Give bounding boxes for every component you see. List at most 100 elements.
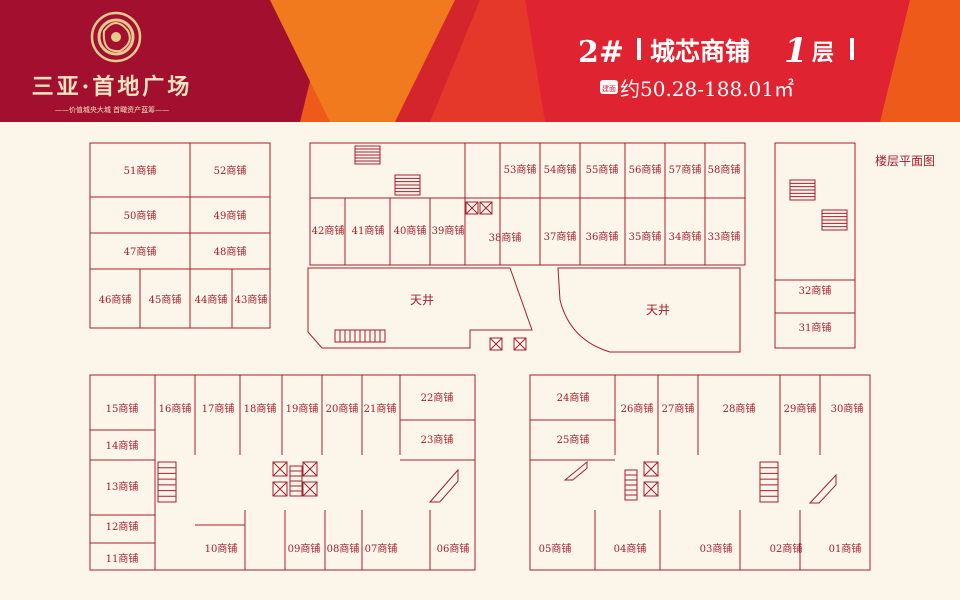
stair-icon <box>624 469 638 501</box>
unit-label: 03商铺 <box>700 542 733 555</box>
atrium-label-1: 天井 <box>410 293 434 307</box>
stair-icon <box>759 461 779 503</box>
area-tag: 建面 <box>602 84 616 93</box>
block-a <box>89 142 271 329</box>
unit-label: 44商铺 <box>195 293 228 306</box>
unit-label: 04商铺 <box>614 542 647 555</box>
escalator-icon <box>808 473 837 504</box>
escalator-icon <box>563 460 588 481</box>
stair-icon <box>394 174 421 196</box>
unit-label: 48商铺 <box>214 245 247 258</box>
elevator-icon <box>272 481 288 497</box>
elevator-icon <box>302 481 318 497</box>
unit-label: 01商铺 <box>829 542 862 555</box>
unit-label: 46商铺 <box>99 293 132 306</box>
block-b <box>309 142 746 266</box>
unit-label: 28商铺 <box>723 402 756 415</box>
unit-label: 22商铺 <box>421 391 454 404</box>
unit-label: 30商铺 <box>831 402 864 415</box>
plan-title: 楼层平面图 <box>875 153 935 168</box>
unit-label: 37商铺 <box>544 230 577 243</box>
unit-label: 34商铺 <box>669 230 702 243</box>
brand-name: 三亚·首地广场 <box>32 74 193 100</box>
elevator-icon <box>643 461 659 477</box>
stair-icon <box>289 465 303 497</box>
unit-label: 05商铺 <box>539 542 572 555</box>
unit-label: 10商铺 <box>205 542 238 555</box>
unit-label: 26商铺 <box>621 402 654 415</box>
unit-label: 51商铺 <box>124 164 157 177</box>
unit-label: 43商铺 <box>235 293 268 306</box>
unit-label: 35商铺 <box>629 230 662 243</box>
title-floor-number: 1 <box>784 31 808 71</box>
unit-label: 06商铺 <box>437 542 470 555</box>
unit-label: 18商铺 <box>244 402 277 415</box>
elevator-icon <box>643 481 659 497</box>
area-text: 约50.28-188.01㎡ <box>620 77 794 101</box>
title-divider-1 <box>637 38 641 60</box>
unit-label: 27商铺 <box>662 402 695 415</box>
unit-label: 25商铺 <box>557 433 590 446</box>
unit-label: 19商铺 <box>286 402 319 415</box>
atrium-2 <box>557 267 741 353</box>
unit-label: 33商铺 <box>708 230 741 243</box>
unit-label: 41商铺 <box>352 224 385 237</box>
unit-label: 56商铺 <box>629 163 662 176</box>
elevator-icon <box>272 461 288 477</box>
block-c <box>774 142 856 349</box>
unit-label: 21商铺 <box>364 402 397 415</box>
unit-label: 53商铺 <box>504 163 537 176</box>
unit-label: 50商铺 <box>124 209 157 222</box>
unit-label: 54商铺 <box>544 163 577 176</box>
unit-label: 02商铺 <box>770 542 803 555</box>
unit-label: 55商铺 <box>586 163 619 176</box>
area-tag-box <box>600 80 618 94</box>
unit-label: 07商铺 <box>365 542 398 555</box>
unit-label: 49商铺 <box>214 209 247 222</box>
unit-label: 32商铺 <box>799 284 832 297</box>
title-name: 城芯商铺 <box>650 37 750 66</box>
logo-emblem-icon <box>90 11 142 63</box>
unit-label: 24商铺 <box>557 391 590 404</box>
unit-label: 57商铺 <box>669 163 702 176</box>
unit-label: 40商铺 <box>394 224 427 237</box>
elevator-icon <box>465 201 479 215</box>
unit-label: 52商铺 <box>214 164 247 177</box>
unit-label: 39商铺 <box>432 224 465 237</box>
unit-label: 47商铺 <box>124 245 157 258</box>
brand-slogan: ——价值城央大城 首瞰资产蓝筹—— <box>55 105 169 114</box>
unit-label: 42商铺 <box>312 224 345 237</box>
elevator-icon <box>489 337 503 351</box>
title-divider-2 <box>850 38 854 60</box>
elevator-icon <box>513 337 527 351</box>
stair-icon <box>789 179 816 201</box>
unit-label: 29商铺 <box>784 402 817 415</box>
atrium-1 <box>307 267 533 349</box>
unit-label: 14商铺 <box>106 439 139 452</box>
unit-label: 45商铺 <box>149 293 182 306</box>
floor-plan: 51商铺 52商铺 50商铺 49商铺 47商铺 48商铺 46商铺 45商铺 44商铺 43商铺… <box>89 142 935 571</box>
unit-label: 12商铺 <box>106 520 139 533</box>
unit-label: 31商铺 <box>799 321 832 334</box>
unit-label: 09商铺 <box>288 542 321 555</box>
unit-label: 38商铺 <box>489 231 522 244</box>
title-floor-suffix: 层 <box>812 40 834 66</box>
unit-label: 36商铺 <box>586 230 619 243</box>
block-e <box>529 374 871 571</box>
unit-label: 15商铺 <box>106 402 139 415</box>
unit-label: 23商铺 <box>421 433 454 446</box>
stair-icon <box>157 461 177 503</box>
unit-label: 11商铺 <box>106 552 139 565</box>
stair-icon <box>354 145 381 165</box>
atrium-label-2: 天井 <box>646 303 670 317</box>
stair-icon <box>334 329 386 343</box>
unit-label: 20商铺 <box>326 402 359 415</box>
title-building: 2# <box>578 35 624 70</box>
stair-icon <box>821 209 848 231</box>
unit-label: 13商铺 <box>106 480 139 493</box>
unit-label: 17商铺 <box>202 402 235 415</box>
escalator-icon <box>428 468 459 503</box>
elevator-icon <box>479 201 493 215</box>
header-banner: 三亚·首地广场 ——价值城央大城 首瞰资产蓝筹—— 2# 城芯商铺 1 层 建面… <box>0 0 960 122</box>
